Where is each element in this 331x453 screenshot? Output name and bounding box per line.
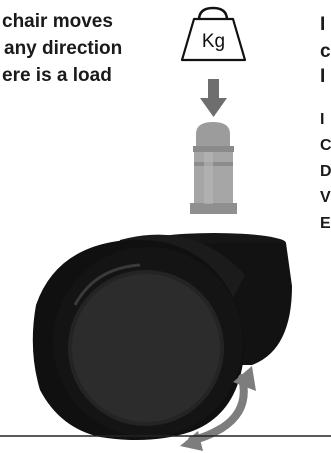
right-caption-bottom-3: D xyxy=(320,163,331,180)
right-caption-top-3: I xyxy=(320,66,325,87)
weight-icon: Kg xyxy=(180,6,247,62)
caster-wheel xyxy=(32,239,245,441)
left-caption: chair moves any direction ere is a load xyxy=(2,11,122,86)
right-caption-bottom-5: E xyxy=(320,215,331,232)
right-caption-top-1: I xyxy=(320,14,325,35)
left-caption-line-3: ere is a load xyxy=(2,65,112,86)
caster-stem xyxy=(190,122,237,214)
load-down-arrow xyxy=(200,79,227,117)
right-caption-bottom-2: C xyxy=(320,137,331,154)
weight-label: Kg xyxy=(202,31,225,52)
right-caption-bottom-4: V xyxy=(320,189,331,206)
right-caption-top-2: c xyxy=(320,41,331,62)
left-caption-line-1: chair moves xyxy=(2,11,113,32)
right-caption: I c I I C D V E xyxy=(320,14,331,232)
left-caption-line-2: any direction xyxy=(4,38,122,59)
right-caption-bottom-1: I xyxy=(320,111,324,128)
